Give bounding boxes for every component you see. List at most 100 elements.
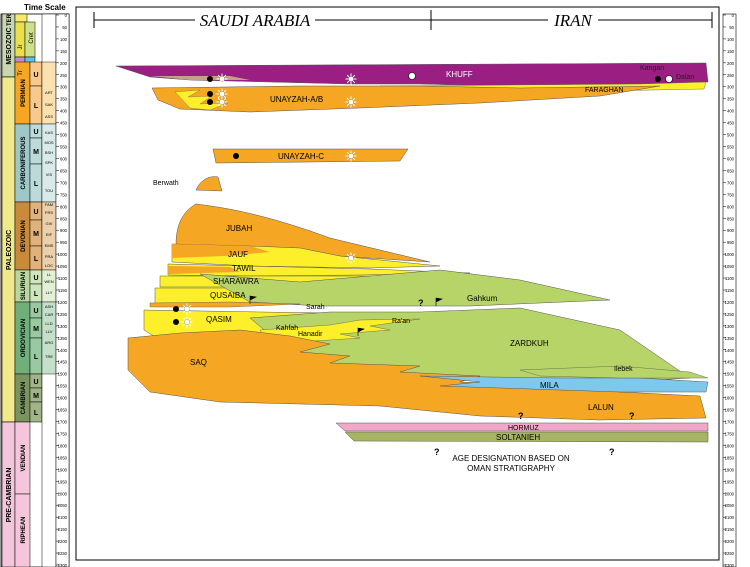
scale-tick-label: 550 (727, 145, 735, 150)
label-soltanieh: SOLTANIEH (496, 433, 540, 442)
period-label-silurian: SILURIAN (21, 272, 27, 300)
scale-tick-label: 1850 (725, 455, 735, 460)
tawil-orange-tongue (168, 266, 240, 274)
epoch-label: L (34, 256, 39, 263)
period-label-jr: Jr (18, 45, 24, 50)
unayzah-ab-yellow-wedge (174, 89, 229, 111)
berwath-unit (195, 176, 223, 192)
stage-label: EIF (46, 232, 53, 237)
country-header: SAUDI ARABIA IRAN (93, 10, 713, 30)
label-berwath: Berwath (153, 180, 179, 187)
mila-unit (419, 375, 709, 393)
stage-label: GIV (46, 221, 53, 226)
epoch-label: U (33, 72, 38, 79)
plot-frame (75, 6, 720, 561)
scale-tick-label: 1250 (58, 312, 68, 317)
scale-tick-label: 100 (727, 37, 735, 42)
label-saq: SAQ (190, 358, 207, 367)
scale-tick-label: 50 (62, 25, 67, 30)
scale-tick-label: 1450 (58, 360, 68, 365)
period-label-cret: Cret (29, 32, 35, 44)
scale-tick-label: 1400 (725, 348, 735, 353)
scale-tick-label: 1700 (725, 420, 735, 425)
period-label-cambrian: CAMBRIAN (21, 382, 27, 415)
scale-tick-label: 800 (727, 204, 735, 209)
scale-tick-label: 2050 (725, 503, 735, 508)
right-scale-ticks: 0501001502002503003504004505005506006507… (723, 13, 735, 567)
scale-tick-label: 2250 (58, 551, 68, 556)
label-jubah: JUBAH (226, 224, 252, 233)
label-gahkum: Gahkum (467, 294, 498, 303)
stage-label: TRE (45, 354, 53, 359)
scale-tick-label: 750 (727, 192, 735, 197)
gas-symbols (181, 73, 357, 328)
stage-label: LLV (46, 329, 53, 334)
scale-tick-label: 1500 (725, 372, 735, 377)
scale-tick-label: 1950 (725, 479, 735, 484)
source-rock-flag-icon (357, 327, 365, 336)
label-qasim: QASIM (206, 315, 232, 324)
scale-tick-label: 1900 (58, 467, 68, 472)
label-kangan: Kangan (640, 65, 664, 72)
stage-label: FAM (45, 202, 53, 207)
stage-label: LL (47, 272, 52, 277)
scale-tick-label: 500 (727, 133, 735, 138)
scale-tick-label: 1600 (58, 396, 68, 401)
scale-tick-label: 950 (60, 240, 68, 245)
condensate-dot-icon (408, 72, 416, 80)
white-dot-symbols (408, 72, 673, 83)
scale-tick-label: 2100 (58, 515, 68, 520)
scale-tick-label: 1200 (725, 300, 735, 305)
scale-tick-label: 1350 (725, 336, 735, 341)
question-mark: ? (418, 298, 424, 308)
period-label-tr: Tr (18, 70, 24, 75)
scale-tick-label: 1300 (725, 324, 735, 329)
label-kahfah: Kahfah (276, 325, 298, 332)
era-label-mesozoic: MESOZOIC (6, 27, 13, 64)
scale-tick-label: 850 (60, 216, 68, 221)
period-label-riphean: RIPHEAN (21, 516, 27, 543)
epoch-label: U (33, 379, 38, 386)
scale-tick-label: 1050 (58, 264, 68, 269)
epoch-label: M (33, 231, 39, 238)
stage-label: LOC (45, 263, 53, 268)
country-label-iran: IRAN (553, 11, 593, 30)
scale-tick-label: 2000 (725, 491, 735, 496)
stage-label: ARG (45, 340, 54, 345)
unayzah-ab-unit (151, 85, 661, 113)
scale-tick-label: 1750 (725, 431, 735, 436)
scale-tick-label: 1700 (58, 420, 68, 425)
label-mila: MILA (540, 381, 559, 390)
stage-label: ART (45, 90, 53, 95)
scale-tick-label: 2150 (58, 527, 68, 532)
stage-label: LLY (46, 290, 53, 295)
time-scale-column: 0501001502002503003504004505005506006507… (0, 13, 70, 567)
right-scale-column (722, 13, 737, 567)
scale-tick-label: 1900 (725, 467, 735, 472)
gas-sun-icon (216, 96, 228, 108)
stage-label: BSH (45, 150, 53, 155)
scale-tick-label: 900 (60, 228, 68, 233)
oil-dot-icon (173, 306, 179, 312)
label-zardkuh: ZARDKUH (510, 339, 549, 348)
question-marks: ? ? ? ? ? (418, 298, 635, 457)
era-label-tertiary: TER (7, 13, 13, 26)
scale-tick-label: 650 (60, 168, 68, 173)
gas-sun-icon (345, 150, 357, 162)
label-qusaiba: QUSAIBA (210, 291, 246, 300)
label-unayzah-c: UNAYZAH-C (278, 152, 324, 161)
label-hanadir: Hanadir (298, 331, 323, 338)
scale-tick-label: 150 (727, 49, 735, 54)
epoch-column (29, 61, 43, 423)
country-label-saudi: SAUDI ARABIA (200, 11, 311, 30)
source-rock-flag-icon (249, 295, 257, 304)
scale-tick-label: 2200 (725, 539, 735, 544)
scale-tick-label: 1300 (58, 324, 68, 329)
gas-sun-icon (181, 303, 193, 315)
scale-tick-label: 1500 (58, 372, 68, 377)
scale-tick-label: 1050 (725, 264, 735, 269)
unayzah-c-unit (212, 148, 409, 164)
period-label-ordovician: ORDOVICIAN (21, 319, 27, 357)
stage-label: EMS (45, 243, 54, 248)
flag-symbols (249, 295, 443, 336)
